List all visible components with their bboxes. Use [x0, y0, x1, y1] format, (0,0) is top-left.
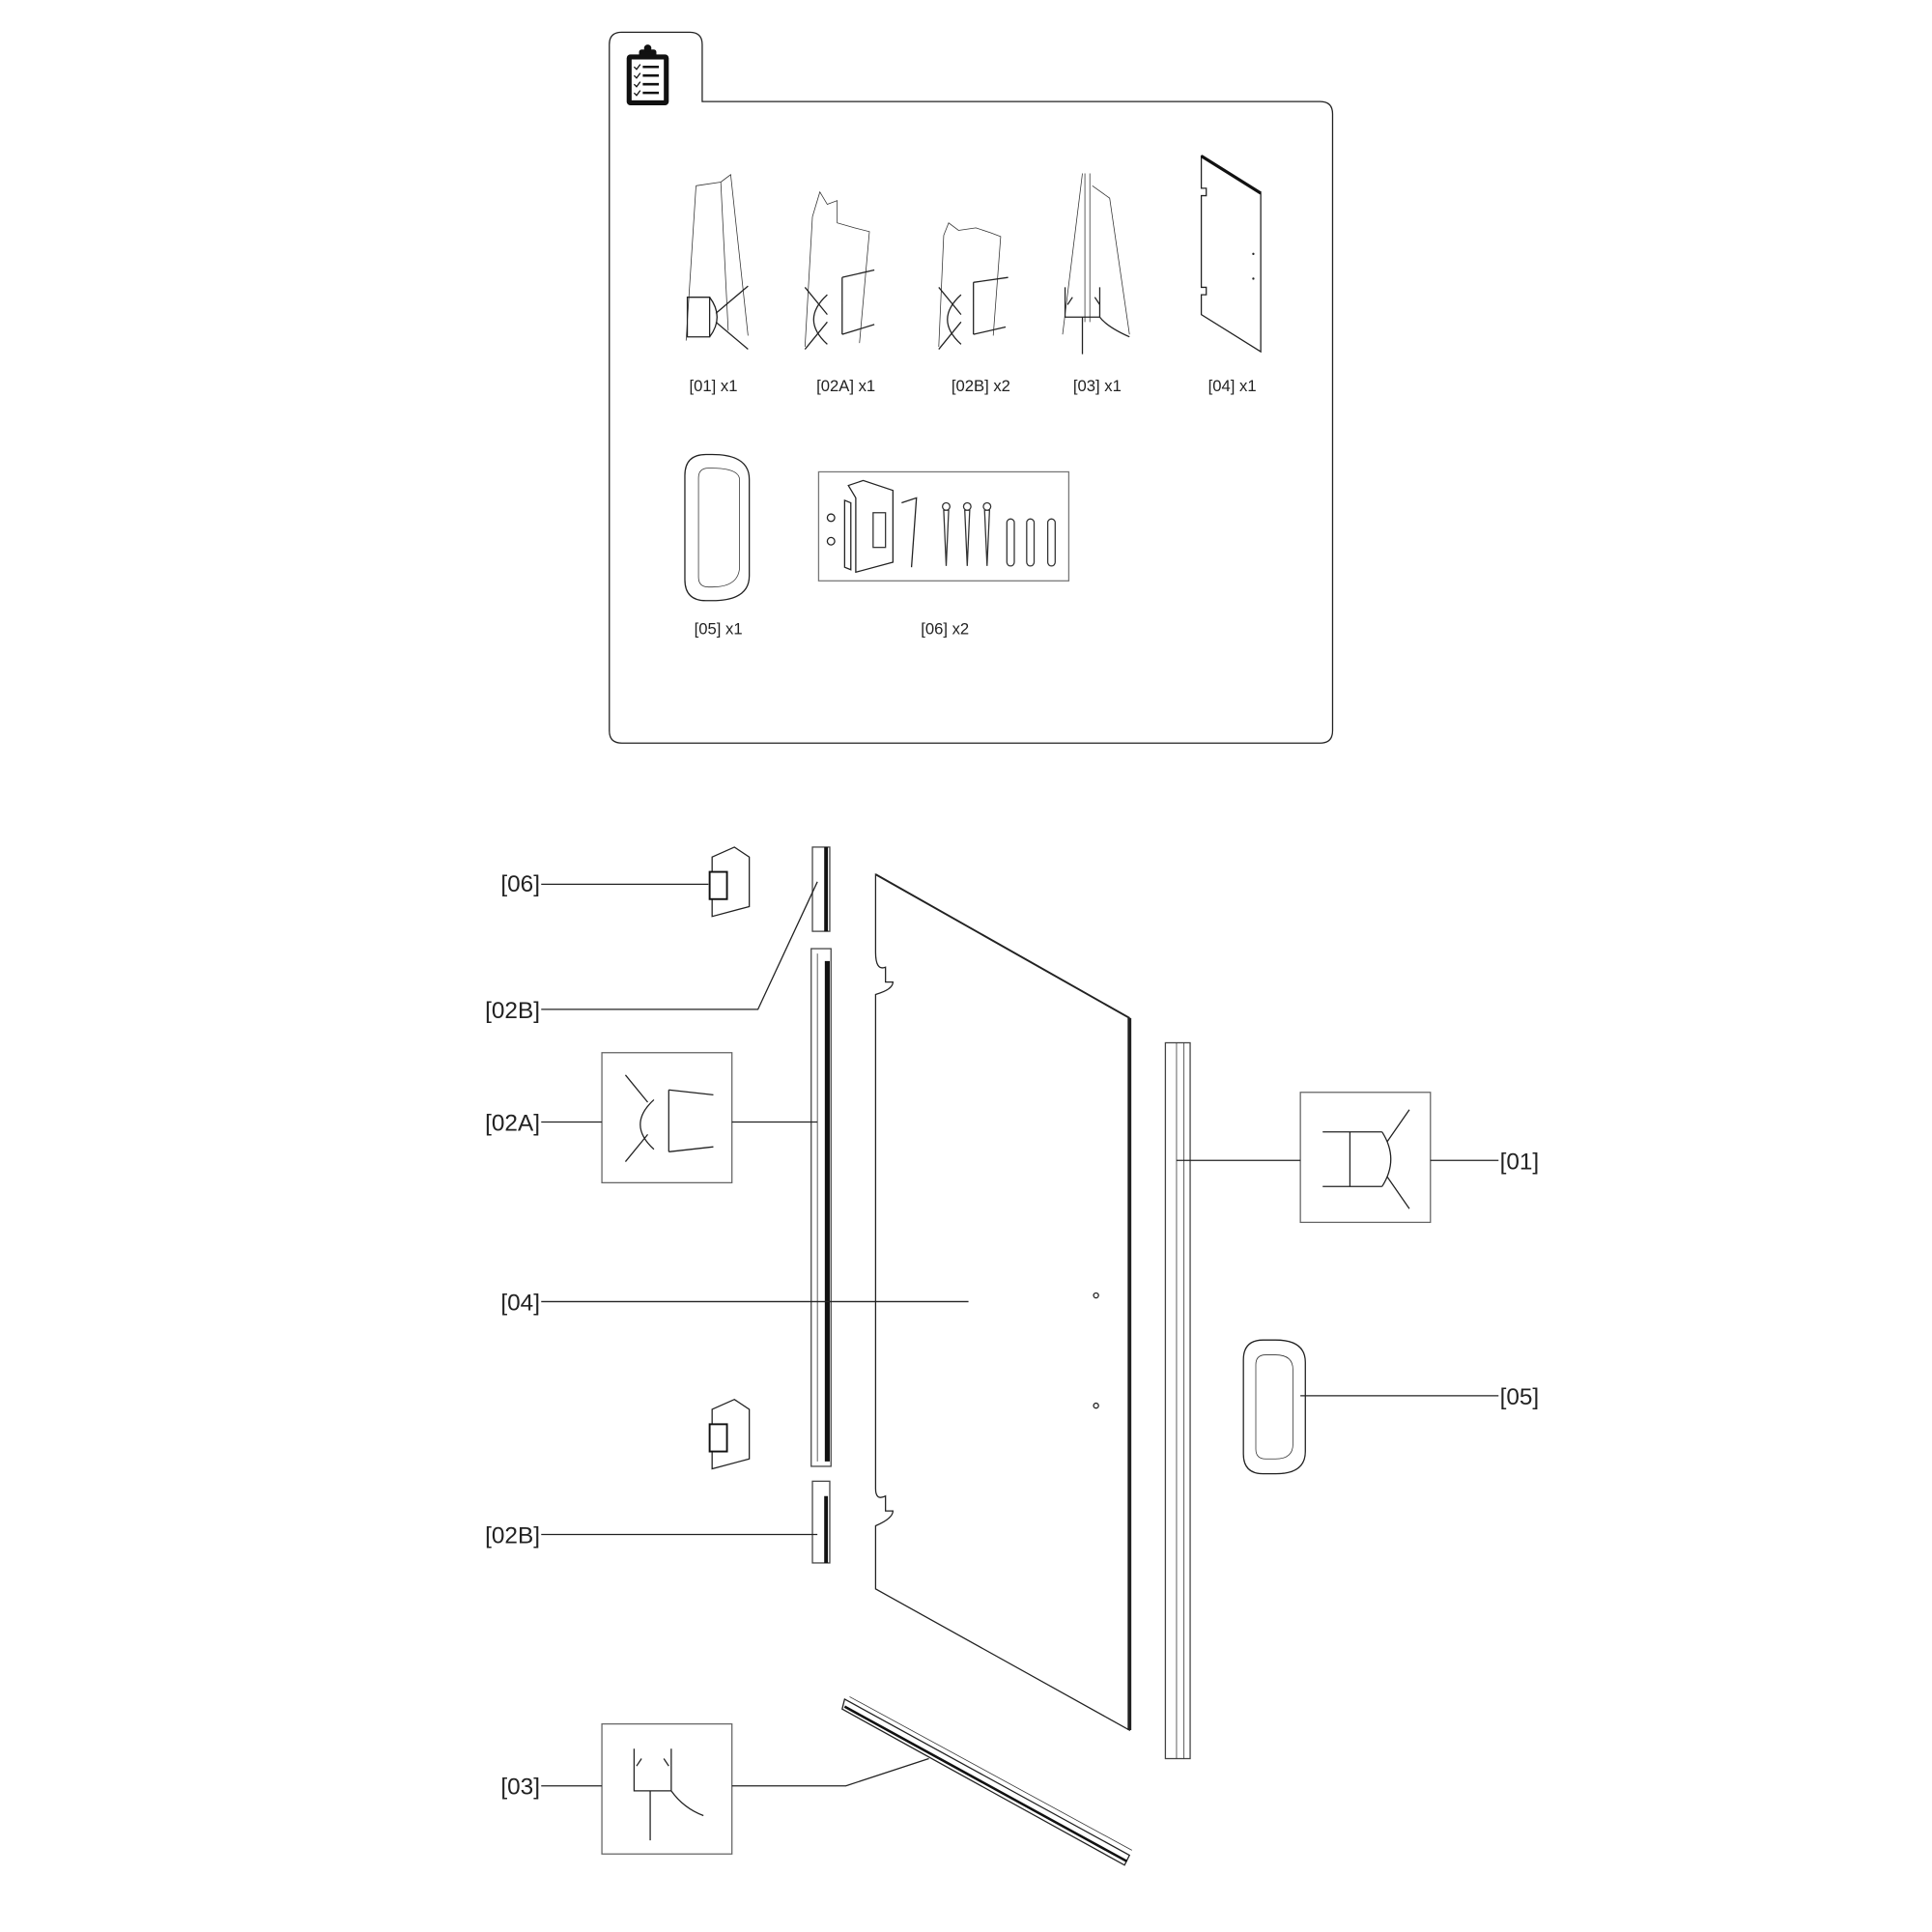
part-04-label: [04] x1 [1208, 377, 1257, 395]
glass-panel-04 [874, 873, 1130, 1732]
clipboard-checklist-icon [626, 44, 669, 105]
parts-list-panel: [01] x1 [02A] x1 [02B] x2 [03] x1 [04] x… [609, 31, 1334, 744]
bottom-seal-03 [841, 1696, 1132, 1866]
part-02a-seal-illustration [804, 190, 875, 350]
part-04-glass-panel-illustration [1200, 155, 1262, 354]
callout-03-profile [601, 1722, 733, 1855]
leader-lines [541, 881, 1499, 1787]
door-handle-05 [1242, 1339, 1306, 1475]
part-06-hinge-kit-illustration [817, 470, 1070, 582]
callout-label-05: [05] [1500, 1384, 1540, 1410]
part-05-handle-illustration [684, 453, 751, 602]
hinge-bottom-06 [708, 1398, 751, 1470]
part-02b-label: [02B] x2 [952, 377, 1010, 395]
seal-02a [810, 948, 832, 1467]
callout-02a-profile [601, 1052, 733, 1184]
callout-label-02a: [02A] [485, 1111, 540, 1137]
callout-label-04: [04] [500, 1290, 540, 1316]
seal-02b-top [811, 846, 831, 932]
part-01-seal-illustration [685, 174, 749, 351]
callout-label-03: [03] [500, 1775, 540, 1801]
exploded-view: [06] [02B] [02A] [04] [02B] [03] [01] [0… [485, 846, 1540, 1866]
part-05-label: [05] x1 [695, 619, 743, 638]
part-02a-label: [02A] x1 [816, 377, 875, 395]
part-02b-seal-illustration [938, 222, 1009, 350]
part-03-seal-illustration [1062, 173, 1130, 355]
callout-label-01: [01] [1500, 1149, 1540, 1175]
seal-02b-bottom [811, 1480, 831, 1564]
callout-label-02b-top: [02B] [485, 998, 540, 1024]
hinge-top-06 [708, 846, 751, 918]
part-01-label: [01] x1 [689, 377, 737, 395]
part-06-label: [06] x2 [921, 619, 969, 638]
callout-label-02b-bottom: [02B] [485, 1522, 540, 1548]
callout-label-06: [06] [500, 871, 540, 897]
part-03-label: [03] x1 [1073, 377, 1122, 395]
side-seal-01 [1164, 1041, 1191, 1760]
callout-01-profile [1299, 1092, 1432, 1224]
